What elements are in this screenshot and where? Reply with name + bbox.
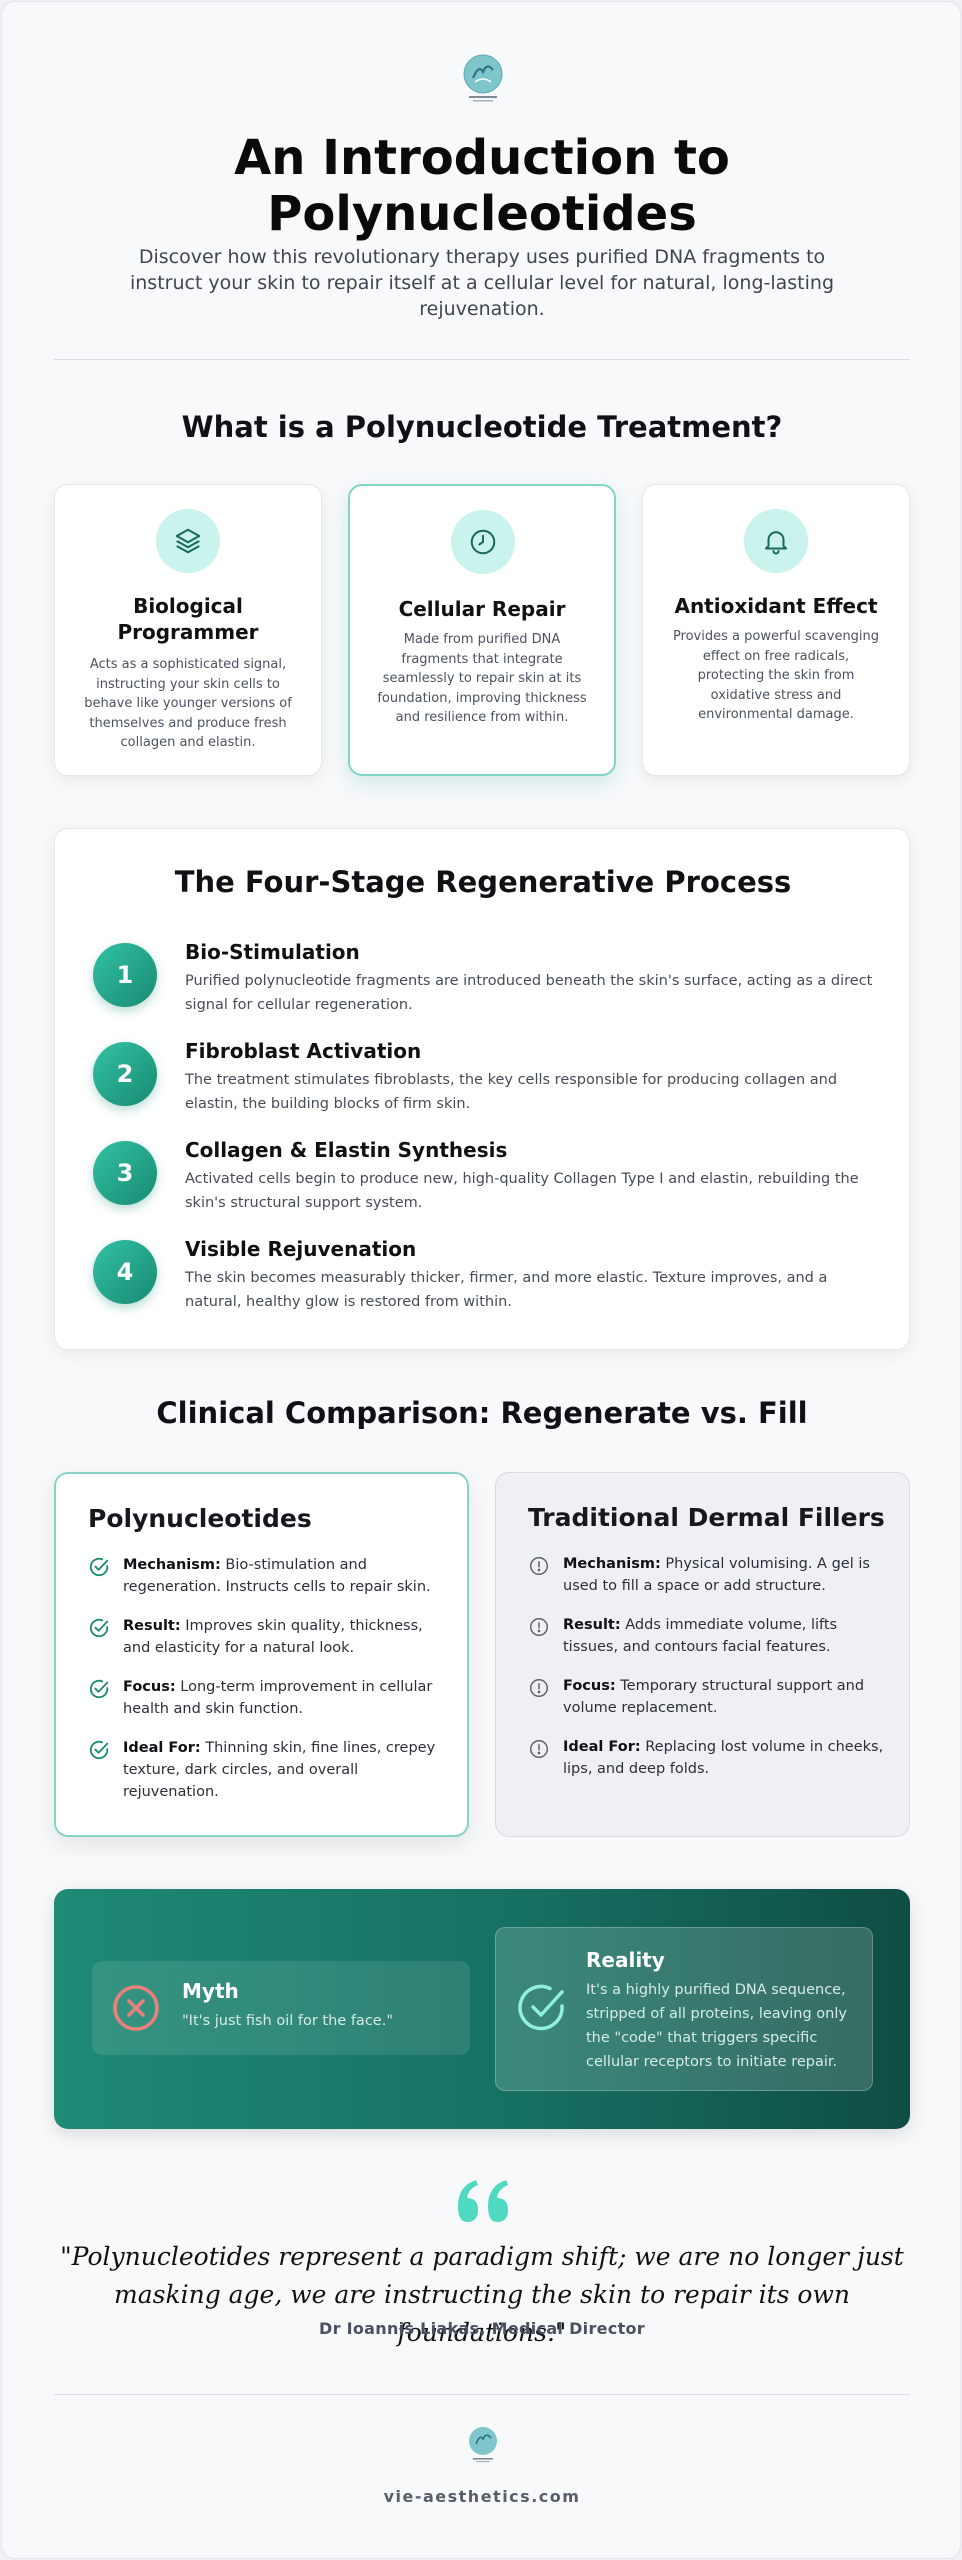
- step-title: Collagen & Elastin Synthesis: [185, 1138, 508, 1162]
- layers-icon: [175, 528, 201, 554]
- comparison-card-polynucleotides: Polynucleotides Mechanism: Bio-stimulati…: [54, 1472, 469, 1837]
- step-text: The treatment stimulates fibroblasts, th…: [185, 1072, 838, 1112]
- feature-card-antioxidant-effect: Antioxidant Effect Provides a powerful s…: [642, 484, 910, 776]
- step-number: 4: [93, 1240, 157, 1304]
- quote-mark-icon: [458, 2180, 508, 2222]
- process-step: 2 Fibroblast Activation The treatment st…: [93, 1039, 873, 1122]
- myth-box: Myth "It's just fish oil for the face.": [92, 1961, 470, 2055]
- step-title: Visible Rejuvenation: [185, 1237, 417, 1261]
- clinic-logo: [463, 54, 503, 102]
- myth-title: Myth: [182, 1979, 239, 2003]
- section-heading-process: The Four-Stage Regenerative Process: [174, 865, 792, 899]
- divider: [54, 2394, 910, 2395]
- x-circle-icon: [113, 1985, 159, 2031]
- reality-box: Reality It's a highly purified DNA seque…: [495, 1927, 873, 2091]
- comparison-title: Polynucleotides: [88, 1504, 312, 1533]
- info-circle-icon: [530, 1618, 548, 1636]
- process-section: The Four-Stage Regenerative Process 1 Bi…: [54, 828, 910, 1350]
- card-text: Made from purified DNA fragments that in…: [377, 632, 587, 725]
- comparison-title: Traditional Dermal Fillers: [528, 1503, 885, 1532]
- info-circle-icon: [530, 1679, 548, 1697]
- check-circle-icon: [518, 1984, 564, 2031]
- clock-icon: [470, 529, 496, 555]
- page-title: An Introduction to Polynucleotides: [234, 130, 730, 242]
- step-number: 1: [93, 943, 157, 1007]
- myth-reality-banner: Myth "It's just fish oil for the face." …: [54, 1889, 910, 2129]
- step-title: Fibroblast Activation: [185, 1039, 422, 1063]
- card-title: Cellular Repair: [398, 597, 566, 621]
- comparison-card-dermal-fillers: Traditional Dermal Fillers Mechanism: Ph…: [495, 1472, 910, 1837]
- step-text: Activated cells begin to produce new, hi…: [185, 1171, 859, 1211]
- step-number: 2: [93, 1042, 157, 1106]
- myth-text: "It's just fish oil for the face.": [182, 2013, 393, 2029]
- feature-card-biological-programmer: Biological Programmer Acts as a sophisti…: [54, 484, 322, 776]
- feature-card-cellular-repair: Cellular Repair Made from purified DNA f…: [348, 484, 616, 776]
- section-heading-comparison: Clinical Comparison: Regenerate vs. Fill: [156, 1396, 808, 1430]
- info-circle-icon: [530, 1740, 548, 1758]
- step-title: Bio-Stimulation: [185, 940, 360, 964]
- page-subtitle: Discover how this revolutionary therapy …: [129, 246, 835, 320]
- step-text: Purified polynucleotide fragments are in…: [185, 973, 873, 1013]
- step-number: 3: [93, 1141, 157, 1205]
- card-text: Acts as a sophisticated signal, instruct…: [84, 657, 292, 750]
- bell-icon: [765, 531, 787, 555]
- card-title: Biological Programmer: [117, 594, 259, 644]
- footer-logo: [469, 2427, 497, 2463]
- check-circle-icon: [89, 1740, 109, 1760]
- process-step: 1 Bio-Stimulation Purified polynucleotid…: [93, 940, 873, 1023]
- quote-author: Dr Ioannis Liakas, Medical Director: [319, 2319, 645, 2338]
- info-circle-icon: [530, 1557, 548, 1575]
- reality-text: It's a highly purified DNA sequence, str…: [586, 1982, 847, 2070]
- card-title: Antioxidant Effect: [674, 594, 878, 618]
- check-circle-icon: [89, 1618, 109, 1638]
- card-text: Provides a powerful scavenging effect on…: [672, 629, 880, 722]
- section-heading-what-is: What is a Polynucleotide Treatment?: [181, 410, 783, 444]
- check-circle-icon: [89, 1557, 109, 1577]
- step-text: The skin becomes measurably thicker, fir…: [185, 1270, 828, 1310]
- footer-website[interactable]: vie-aesthetics.com: [383, 2487, 581, 2506]
- reality-title: Reality: [586, 1948, 665, 1972]
- check-circle-icon: [89, 1679, 109, 1699]
- testimonial-quote: "Polynucleotides represent a paradigm sh…: [60, 2242, 904, 2347]
- process-step: 4 Visible Rejuvenation The skin becomes …: [93, 1237, 873, 1320]
- process-step: 3 Collagen & Elastin Synthesis Activated…: [93, 1138, 873, 1221]
- divider: [54, 359, 910, 360]
